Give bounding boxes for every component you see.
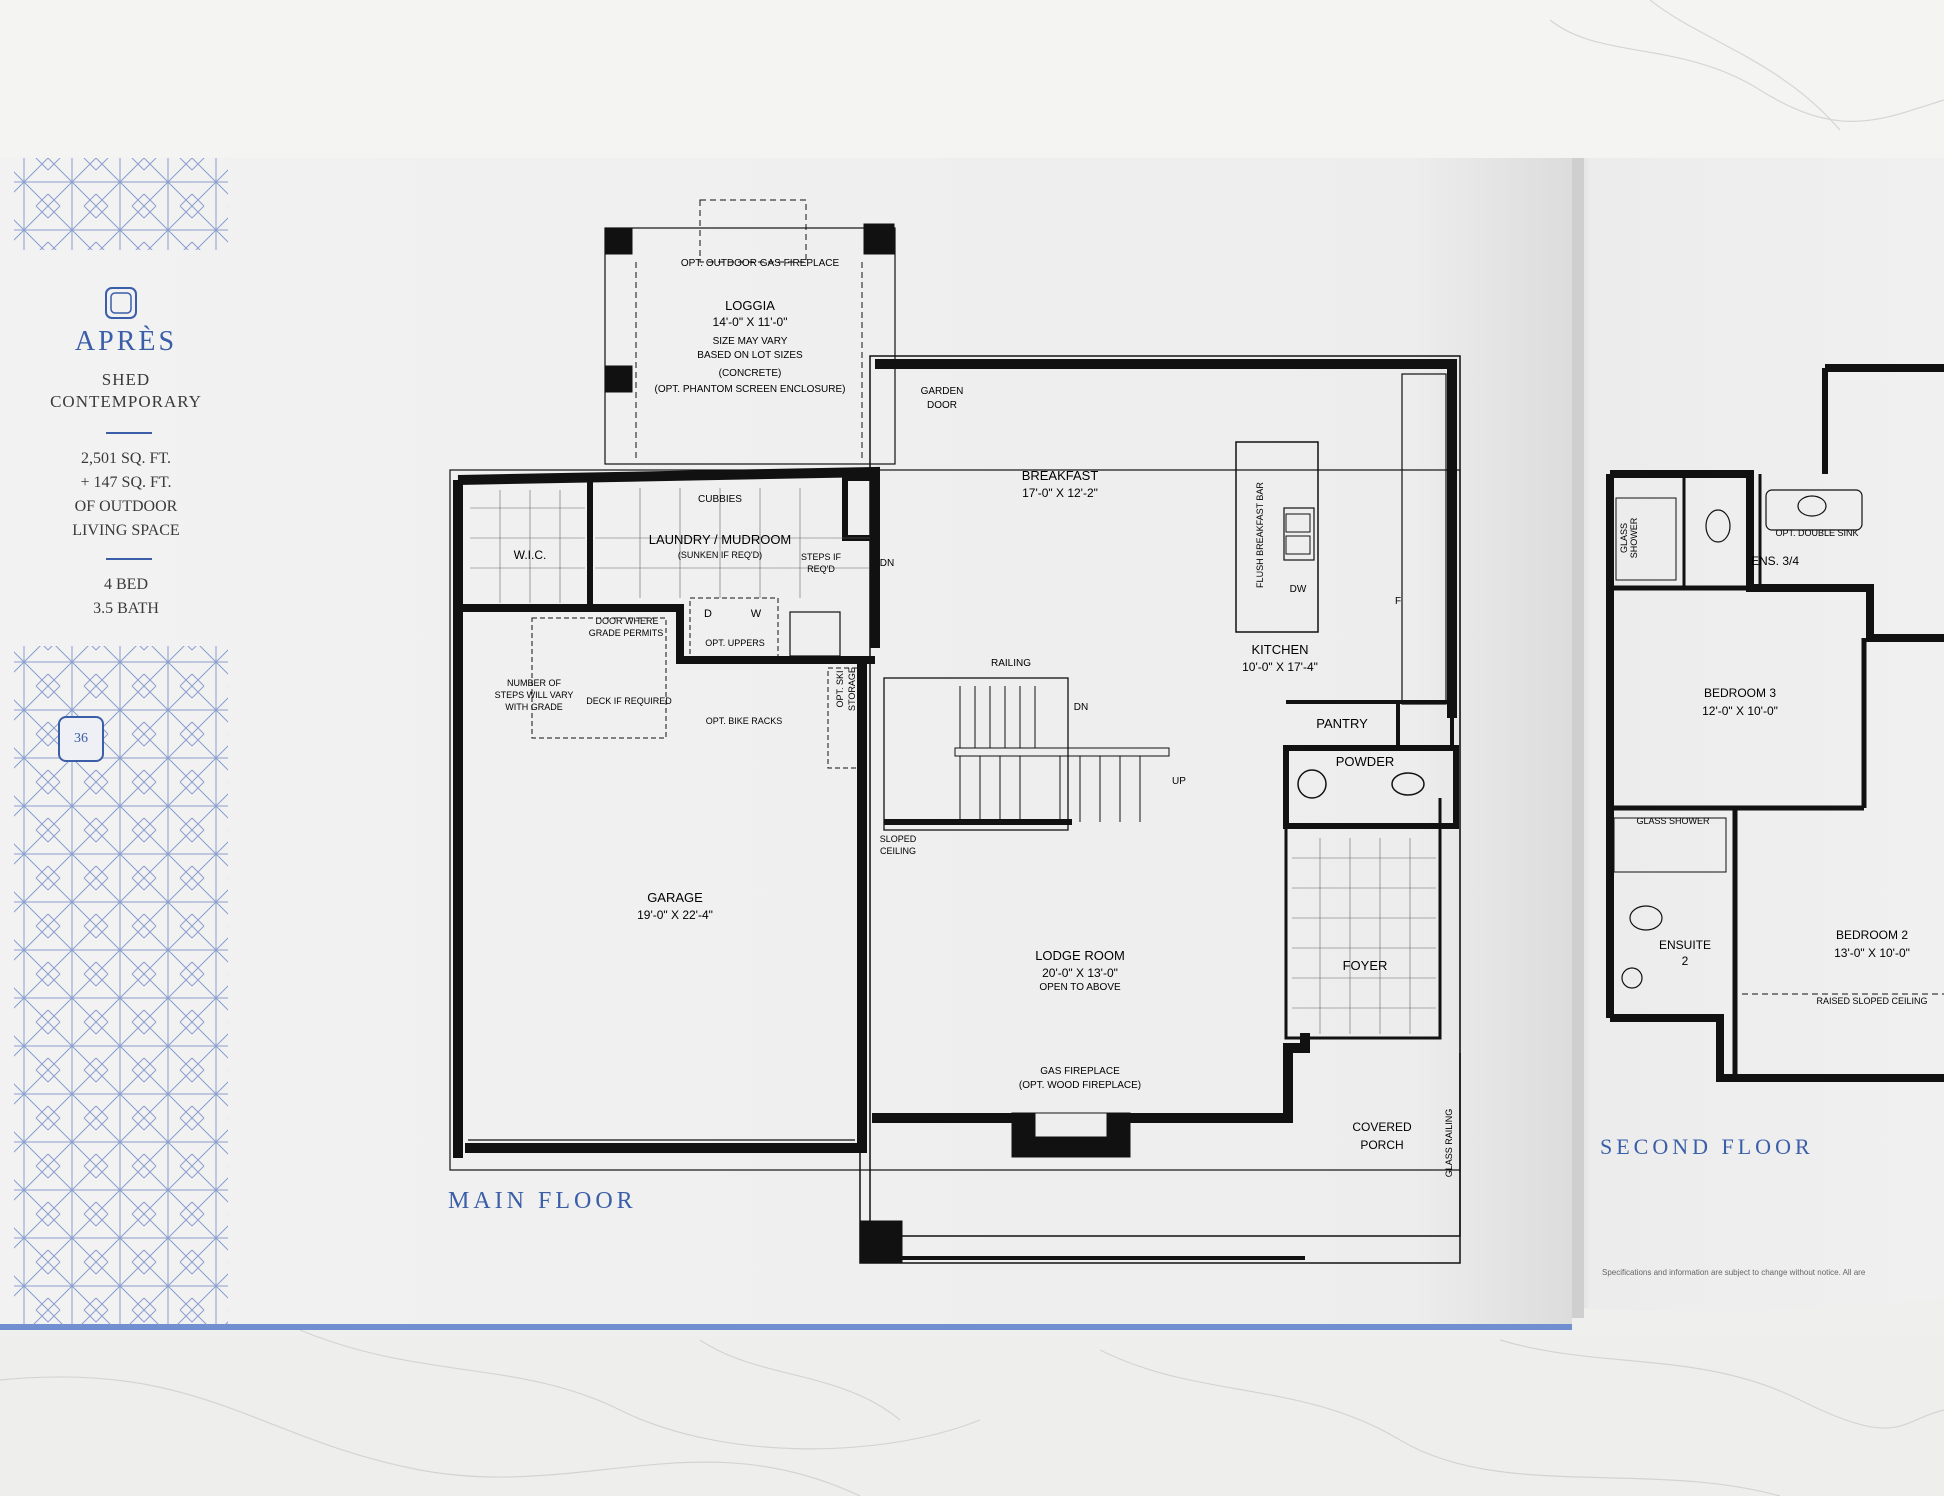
area-line-1: 2,501 SQ. FT. <box>81 450 171 467</box>
second-floor-plan <box>1606 364 1944 1082</box>
label-ensuite: ENSUITE <box>1658 938 1711 952</box>
label-steps-note-2: REQ'D <box>807 564 835 574</box>
label-laundry: LAUNDRY / MUDROOM <box>648 532 792 547</box>
label-cubbies: CUBBIES <box>698 494 742 505</box>
label-opt-fireplace: OPT. OUTDOOR GAS FIREPLACE <box>680 258 840 269</box>
label-dn-stair: DN <box>1073 702 1089 713</box>
bath-count: 3.5 BATH <box>93 600 159 617</box>
label-gas-fireplace-2: (OPT. WOOD FIREPLACE) <box>1018 1080 1142 1091</box>
label-garage-size: 19'-0" X 22'-4" <box>637 908 713 922</box>
label-garage: GARAGE <box>647 890 703 905</box>
loggia-outline <box>604 227 896 465</box>
divider <box>106 558 152 560</box>
label-foyer: FOYER <box>1342 958 1388 973</box>
label-opt-double-sink: OPT. DOUBLE SINK <box>1775 528 1859 538</box>
label-opt-uppers: OPT. UPPERS <box>705 638 765 648</box>
label-porch-1: COVERED <box>1352 1120 1412 1134</box>
style-line-2: CONTEMPORARY <box>50 392 202 411</box>
column <box>605 227 633 255</box>
label-sloped-1: SLOPED <box>879 834 917 844</box>
opt-fireplace-outline <box>699 199 807 263</box>
style-line-1: SHED <box>101 370 151 389</box>
label-garden-door-1: GARDEN <box>920 386 964 397</box>
label-dn-laundry: DN <box>879 558 895 569</box>
label-bedroom-2-size: 13'-0" X 10'-0" <box>1834 946 1910 960</box>
area-line-4: LIVING SPACE <box>72 522 180 539</box>
label-glass-shower-2: GLASS SHOWER <box>1636 816 1710 826</box>
second-floor-title: SECOND FLOOR <box>1600 1134 1814 1159</box>
label-ens-34: ENS. 3/4 <box>1750 554 1800 568</box>
label-fridge: F <box>1394 596 1402 607</box>
label-loggia-note-3: (CONCRETE) <box>718 368 782 379</box>
label-railing: RAILING <box>990 658 1031 669</box>
label-porch-2: PORCH <box>1360 1138 1404 1152</box>
label-loggia-note-4: (OPT. PHANTOM SCREEN ENCLOSURE) <box>654 384 846 395</box>
page-number: 36 <box>58 716 104 762</box>
label-raised-ceiling: RAISED SLOPED CEILING <box>1816 996 1928 1006</box>
label-loggia: LOGGIA <box>725 298 775 313</box>
divider <box>106 432 152 434</box>
bed-count: 4 BED <box>104 576 148 593</box>
second-floor-labels: GLASS SHOWER OPT. DOUBLE SINK ENS. 3/4 B… <box>0 158 1944 1333</box>
label-steps-vary-1: NUMBER OF <box>507 678 561 688</box>
main-floor-plan <box>449 199 1461 1264</box>
brochure-spread: APRÈS SHED CONTEMPORARY 2,501 SQ. FT. + … <box>0 158 1944 1333</box>
label-bedroom-3-size: 12'-0" X 10'-0" <box>1702 704 1778 718</box>
label-up-stair: UP <box>1172 776 1186 787</box>
label-loggia-note-1: SIZE MAY VARY <box>712 336 788 347</box>
label-powder: POWDER <box>1335 754 1395 769</box>
disclaimer: Specifications and information are subje… <box>1602 1268 1866 1277</box>
label-gas-fireplace-1: GAS FIREPLACE <box>1040 1066 1120 1077</box>
label-sloped-2: CEILING <box>879 846 916 856</box>
label-bedroom-3: BEDROOM 3 <box>1703 686 1776 700</box>
book-pages <box>0 158 1944 1330</box>
label-breakfast: BREAKFAST <box>1021 468 1099 483</box>
column <box>863 223 895 255</box>
label-ensuite-number: 2 <box>1681 954 1689 968</box>
logo-mark-icon <box>100 282 142 324</box>
label-pantry: PANTRY <box>1316 716 1368 731</box>
label-deck: DECK IF REQUIRED <box>586 696 672 706</box>
label-wic: W.I.C. <box>513 548 547 562</box>
label-kitchen: KITCHEN <box>1251 642 1309 657</box>
label-garden-door-2: DOOR <box>927 400 957 411</box>
label-breakfast-size: 17'-0" X 12'-2" <box>1022 486 1098 500</box>
label-bedroom-2: BEDROOM 2 <box>1835 928 1908 942</box>
label-door-where-1: DOOR WHERE <box>595 616 659 626</box>
label-loggia-size: 14'-0" X 11'-0" <box>712 315 788 329</box>
label-washer: W <box>750 608 762 620</box>
label-lodge-note: OPEN TO ABOVE <box>1039 982 1121 993</box>
label-bike-racks: OPT. BIKE RACKS <box>705 716 783 726</box>
label-loggia-note-2: BASED ON LOT SIZES <box>697 350 803 361</box>
label-steps-vary-3: WITH GRADE <box>505 702 563 712</box>
label-dryer: D <box>704 608 712 620</box>
model-name: APRÈS <box>74 326 178 357</box>
area-line-2: + 147 SQ. FT. <box>80 474 172 491</box>
area-line-3: OF OUTDOOR <box>74 498 178 515</box>
label-steps-vary-2: STEPS WILL VARY <box>494 690 574 700</box>
label-laundry-note: (SUNKEN IF REQ'D) <box>677 550 763 560</box>
main-floor-labels: OPT. OUTDOOR GAS FIREPLACE LOGGIA 14'-0"… <box>0 158 1944 1333</box>
label-kitchen-size: 10'-0" X 17'-4" <box>1242 660 1318 674</box>
label-glass-shower-1: GLASS SHOWER <box>1619 517 1639 559</box>
label-lodge-room: LODGE ROOM <box>1035 948 1125 963</box>
main-floor-title: MAIN FLOOR <box>448 1188 637 1214</box>
label-door-where-2: GRADE PERMITS <box>588 628 664 638</box>
column <box>605 365 633 393</box>
label-steps-note-1: STEPS IF <box>800 552 841 562</box>
label-lodge-size: 20'-0" X 13'-0" <box>1042 966 1118 980</box>
label-dishwasher: DW <box>1289 584 1307 595</box>
